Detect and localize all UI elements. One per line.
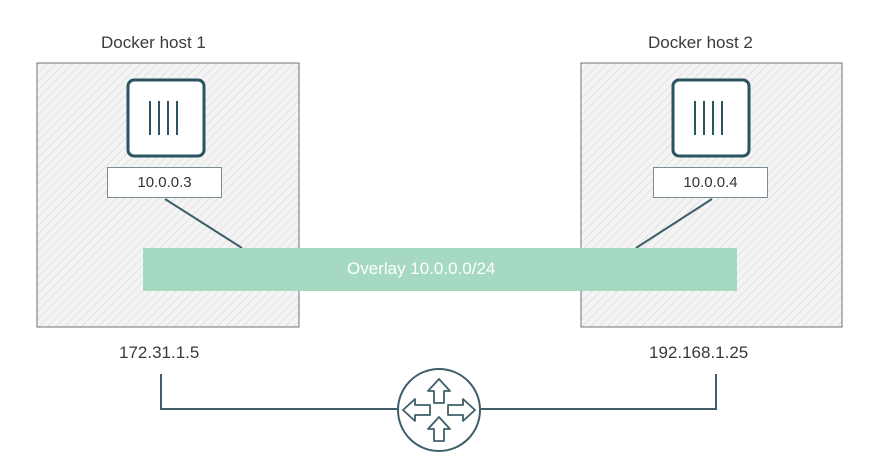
- container-2-link: [635, 198, 713, 249]
- container-2-ip: 10.0.0.4: [653, 167, 768, 198]
- host-1-ip: 172.31.1.5: [119, 343, 200, 362]
- container-1-ip: 10.0.0.3: [107, 167, 222, 198]
- host-1-uplink: [160, 374, 398, 410]
- docker-host-2-title: Docker host 2: [648, 33, 753, 52]
- overlay-network-label: Overlay 10.0.0.0/24: [347, 259, 496, 278]
- container-icon: [671, 78, 751, 158]
- host-2-uplink: [480, 374, 717, 410]
- overlay-network-band: [143, 248, 737, 291]
- container-icon: [126, 78, 206, 158]
- host-2-ip: 192.168.1.25: [649, 343, 749, 362]
- container-1-link: [164, 198, 243, 249]
- docker-host-1-title: Docker host 1: [101, 33, 206, 52]
- router-icon: [397, 368, 481, 452]
